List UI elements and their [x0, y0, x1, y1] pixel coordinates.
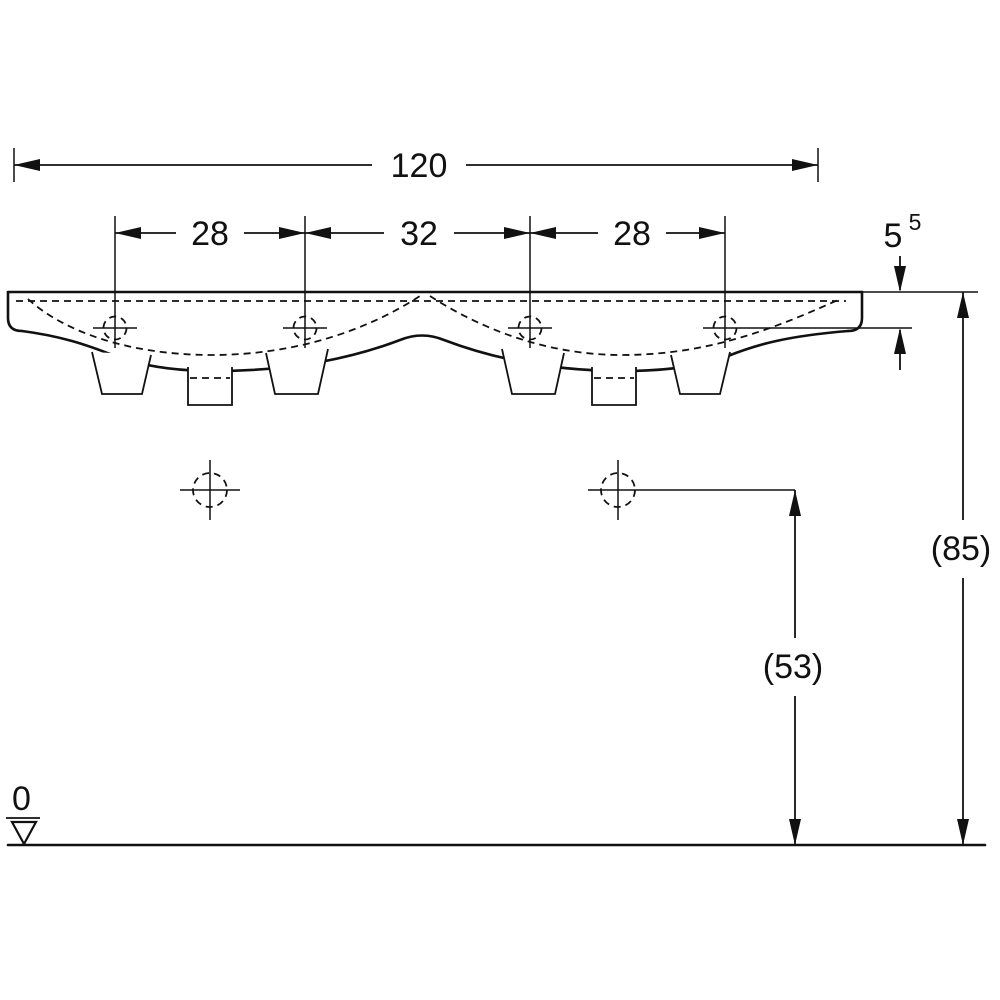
basin-foot-4: [670, 351, 731, 395]
basin-foot-2: [265, 348, 329, 395]
arrowhead-down: [789, 819, 801, 845]
dimension-rim-thickness: 5 5: [703, 209, 921, 370]
hidden-bowl-left: [27, 295, 421, 356]
arrowhead-down: [957, 819, 969, 845]
arrowhead-right: [279, 227, 305, 239]
datum-zero-label: 0: [12, 780, 31, 818]
arrowhead-left: [115, 227, 141, 239]
arrowhead-left: [14, 159, 40, 171]
dimension-trap-height: (53): [763, 490, 823, 845]
basin-right-edge: [846, 290, 864, 333]
dimension-label-spacing-left: 28: [191, 215, 229, 253]
arrowhead-up: [957, 292, 969, 318]
washbasin-outline: [6, 290, 864, 406]
tap-hole-icon: [712, 315, 738, 341]
basin-drain-tab-right: [591, 367, 637, 406]
arrowhead-left: [305, 227, 331, 239]
arrowhead-right: [504, 227, 530, 239]
basin-left-edge: [6, 290, 24, 333]
dimension-tap-spacings: 28 32 28: [114, 215, 726, 348]
datum-triangle-icon: [10, 820, 38, 847]
dimension-label-trap-height: (53): [763, 648, 823, 686]
dimension-total-width: 120: [13, 147, 819, 185]
basin-drain-tab-left: [187, 367, 233, 406]
dimension-label-rim-thickness: 5: [884, 217, 903, 255]
arrowhead-left: [530, 227, 556, 239]
arrowhead-down: [894, 266, 906, 292]
dimension-label-overall-height: (85): [931, 530, 991, 568]
arrowhead-up: [789, 490, 801, 516]
dimension-overall-height: (85): [862, 291, 991, 845]
arrowhead-right: [792, 159, 818, 171]
dimension-label-total-width: 120: [391, 147, 448, 185]
hidden-bowl-right: [429, 295, 841, 356]
dimension-label-spacing-right: 28: [613, 215, 651, 253]
tap-holes: [93, 315, 738, 341]
floor-reference: 0: [6, 780, 987, 847]
dimension-label-spacing-center: 32: [400, 215, 438, 253]
dimension-label-rim-thickness-superscript: 5: [909, 209, 922, 235]
arrowhead-right: [699, 227, 725, 239]
basin-foot-1: [91, 351, 152, 395]
basin-foot-3: [501, 348, 565, 395]
drain-positions: [180, 460, 795, 520]
arrowhead-up: [894, 328, 906, 354]
